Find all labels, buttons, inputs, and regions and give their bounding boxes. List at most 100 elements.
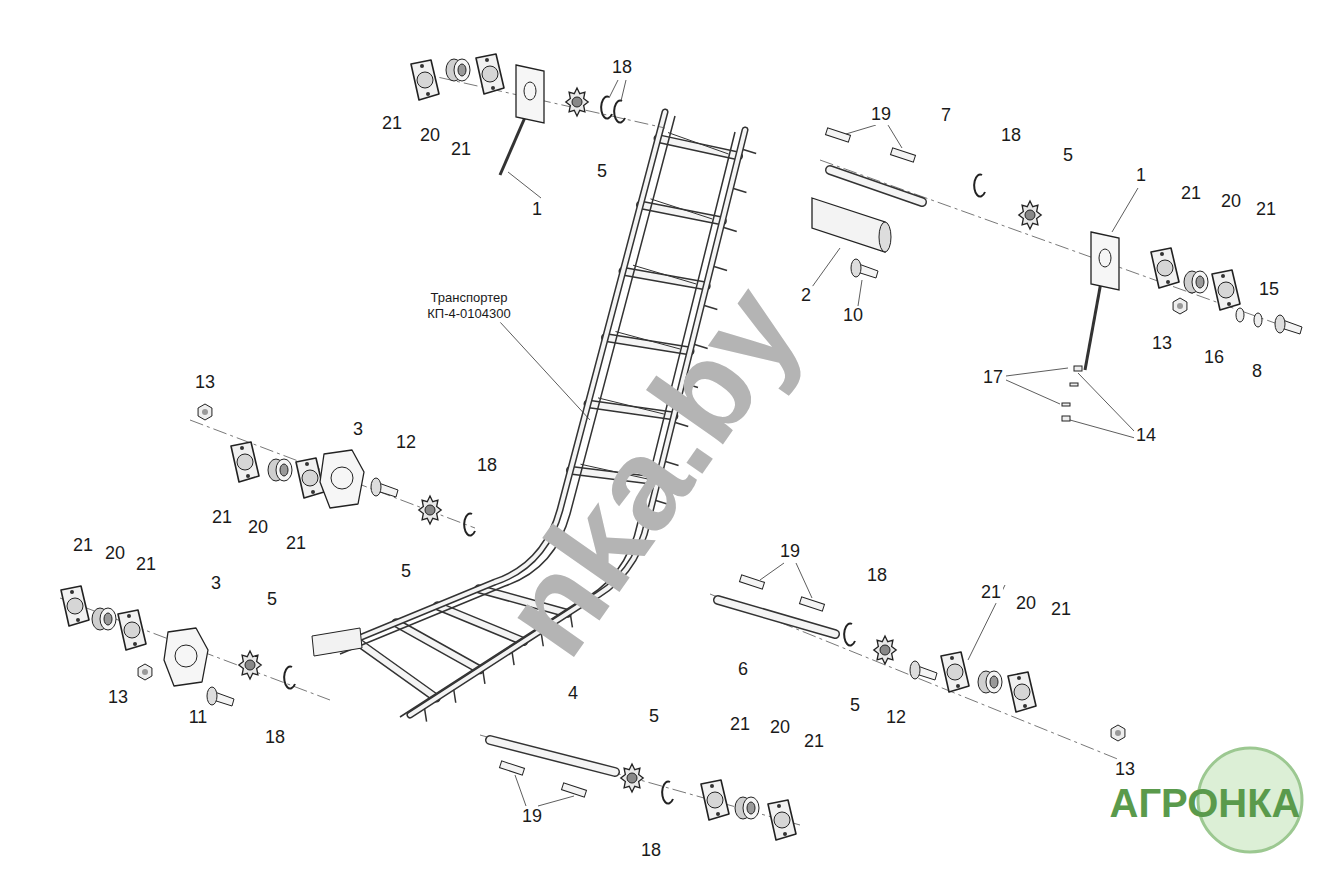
callout-number: 13 [106, 688, 130, 708]
leader-line [538, 796, 574, 806]
sprocket-hub [880, 645, 890, 655]
flange [701, 780, 729, 820]
callout-number: 20 [768, 718, 792, 738]
end-bracket [312, 628, 362, 656]
callout-number: 8 [1250, 362, 1264, 382]
pin [1070, 383, 1078, 386]
bolt-hole [76, 618, 80, 622]
nut-hole [142, 669, 148, 675]
conveyor-slat-inner [396, 623, 480, 670]
washer [1254, 313, 1262, 327]
callout-number: 5 [399, 562, 413, 582]
callout-number: 5 [595, 162, 609, 182]
bearing [986, 671, 1002, 693]
callout-number: 13 [1113, 760, 1137, 780]
pin [1062, 403, 1070, 406]
tension-rod [1085, 282, 1101, 370]
slat-bracket [668, 133, 729, 154]
plate-hole [331, 467, 353, 489]
bolt-hole [127, 614, 131, 618]
shaft-key [562, 783, 587, 797]
sprocket-hub [627, 773, 637, 783]
tension-rod [500, 115, 526, 175]
bolt-hole [485, 58, 489, 62]
shaft [830, 170, 922, 202]
sprocket [566, 88, 588, 116]
axis-line [710, 594, 1120, 760]
leader-line [500, 322, 590, 420]
axis-line [820, 160, 1300, 332]
flange-hole [947, 664, 963, 680]
sprocket-hub [1025, 210, 1035, 220]
leader-line [796, 563, 812, 598]
tension-plate [1091, 232, 1119, 290]
leader-line [888, 125, 902, 148]
leader-line [858, 280, 862, 306]
callout-number: 18 [475, 456, 499, 476]
callout-number: 13 [193, 373, 217, 393]
sprocket-hub [572, 97, 582, 107]
callout-number: 3 [209, 574, 223, 594]
callout-number: 6 [736, 660, 750, 680]
leader-line [1006, 380, 1060, 404]
nut [198, 404, 212, 420]
bearing-plate [320, 450, 364, 508]
leader-line [508, 172, 541, 198]
leader-line [1112, 188, 1138, 232]
conveyor-slat-inner [355, 640, 437, 698]
conveyor-slat [396, 623, 480, 670]
shaft-key [800, 597, 825, 611]
frame-spike [454, 690, 456, 703]
conveyor-slat [355, 640, 437, 698]
axis-line [60, 598, 330, 700]
nut-hole [1115, 730, 1121, 736]
plate-hole [175, 645, 197, 667]
nut-hole [202, 409, 208, 415]
callout-number: 20 [418, 126, 442, 146]
bolt-hole [491, 86, 495, 90]
bearing [743, 797, 759, 819]
callout-number: 7 [939, 106, 953, 126]
callout-number: 20 [1014, 594, 1038, 614]
callout-number: 5 [647, 707, 661, 727]
bolt-hole [1221, 274, 1225, 278]
flange [1212, 270, 1240, 310]
bolt-hole [133, 642, 137, 646]
callout-number: 21 [210, 508, 234, 528]
sprocket-hub [425, 505, 435, 515]
retaining-ring [844, 623, 855, 645]
leader-line [846, 125, 876, 134]
flange-hole [302, 470, 318, 486]
leader-line [515, 775, 526, 806]
flange-hole [1157, 260, 1173, 276]
bearing-bore [280, 464, 288, 476]
callout-number: 5 [1061, 146, 1075, 166]
slat-bracket [633, 265, 696, 284]
bolt-hole [1166, 280, 1170, 284]
bolt-head [910, 661, 920, 679]
pin [1074, 366, 1082, 371]
leader-line [621, 80, 626, 101]
bolt-hole [716, 812, 720, 816]
bolt-hole [1023, 704, 1027, 708]
bearing-bore [104, 613, 112, 625]
flange [231, 442, 259, 482]
bolt-hole [1227, 302, 1231, 306]
callout-number: 21 [134, 555, 158, 575]
callout-number: 20 [103, 544, 127, 564]
flange-hole [482, 66, 498, 82]
housing-end [879, 222, 891, 252]
plate-hole [524, 82, 536, 100]
retaining-ring [614, 100, 625, 122]
axis-line [190, 420, 475, 528]
flange [1008, 672, 1036, 712]
flange [118, 610, 146, 650]
callout-number: 12 [884, 708, 908, 728]
callout-number: 21 [802, 732, 826, 752]
callout-number: 20 [246, 518, 270, 538]
bearing-plate [164, 628, 208, 686]
flange [296, 458, 324, 498]
leader-line [609, 80, 618, 98]
logo-text: АГРОНКА [1109, 783, 1300, 823]
callout-number: 21 [1254, 200, 1278, 220]
